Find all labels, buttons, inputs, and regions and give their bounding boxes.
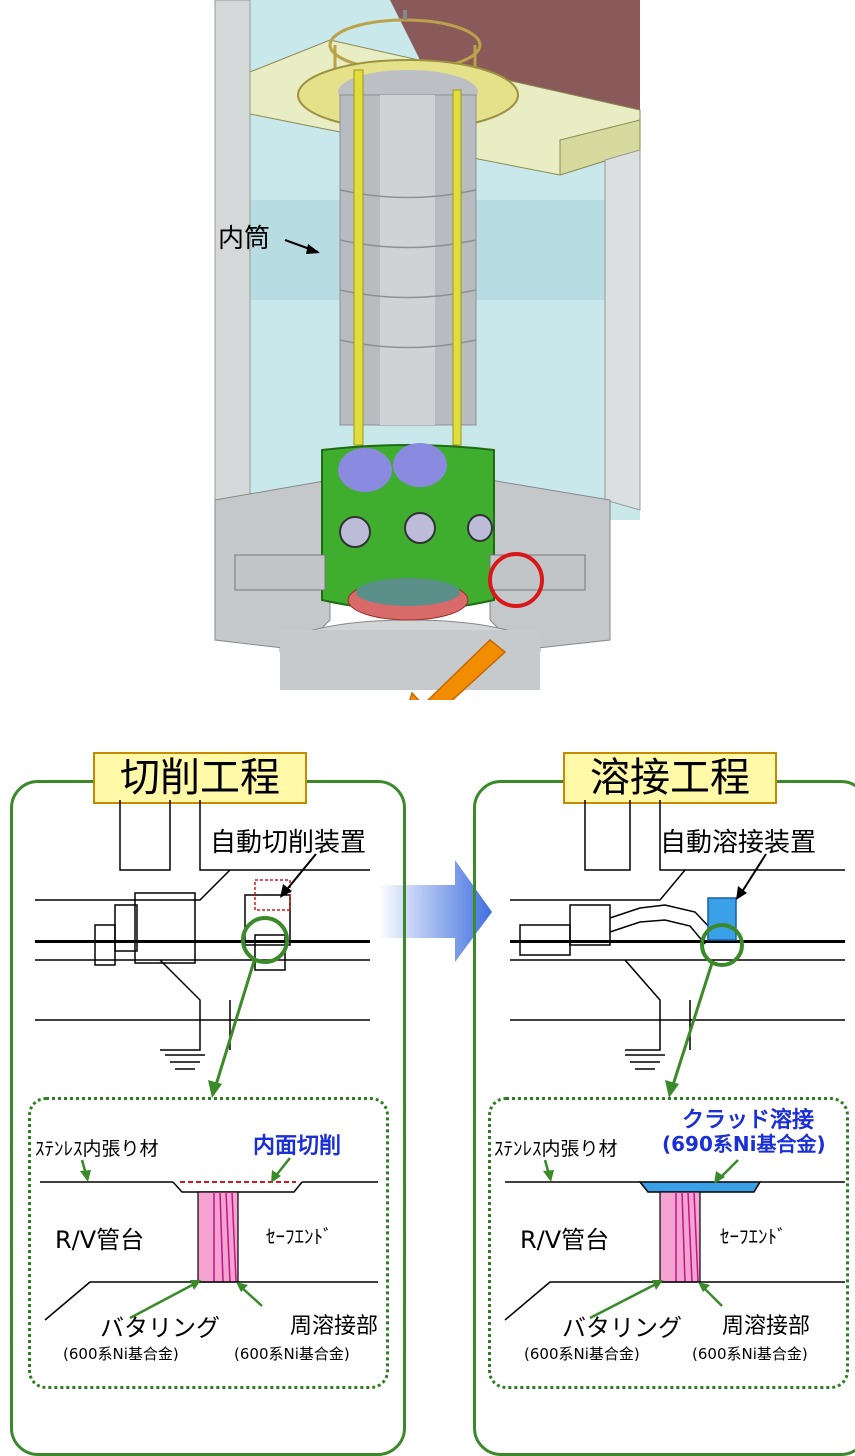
welding-detail-box [488, 1097, 849, 1389]
welding-safe-end-label: ｾｰﾌｴﾝﾄﾞ [720, 1226, 787, 1248]
welding-nozzle-label: R/V管台 [520, 1226, 610, 1254]
welding-buttering-material: (600系Ni基合金) [524, 1345, 640, 1363]
welding-buttering-label: バタリング [562, 1314, 682, 1342]
cutting-process-title: 切削工程 [93, 752, 307, 804]
cutting-device-label: 自動切削装置 [210, 828, 367, 858]
cutting-weld-label: 周溶接部 [290, 1314, 379, 1339]
cutting-buttering-label: バタリング [100, 1314, 220, 1342]
welding-device-label: 自動溶接装置 [660, 828, 817, 858]
cutting-weld-material: (600系Ni基合金) [234, 1345, 350, 1363]
welding-weld-material: (600系Ni基合金) [692, 1345, 808, 1363]
welding-weld-label: 周溶接部 [722, 1314, 811, 1339]
cutting-buttering-material: (600系Ni基合金) [63, 1345, 179, 1363]
welding-process-title: 溶接工程 [563, 752, 777, 804]
welding-process-label-line2: (690系Ni基合金) [662, 1132, 826, 1156]
cutting-process-label: 内面切削 [253, 1134, 342, 1159]
cutting-nozzle-label: R/V管台 [55, 1226, 145, 1254]
cutting-detail-box [28, 1097, 389, 1389]
cutting-liner-label: ｽﾃﾝﾚｽ内張り材 [35, 1138, 159, 1160]
reactor-vessel-3d-illustration [214, 0, 641, 700]
cutting-safe-end-label: ｾｰﾌｴﾝﾄﾞ [266, 1226, 333, 1248]
inner-cylinder-label: 内筒 [218, 224, 271, 254]
welding-process-label-line1: クラッド溶接 [682, 1108, 815, 1133]
welding-liner-label: ｽﾃﾝﾚｽ内張り材 [494, 1138, 618, 1160]
